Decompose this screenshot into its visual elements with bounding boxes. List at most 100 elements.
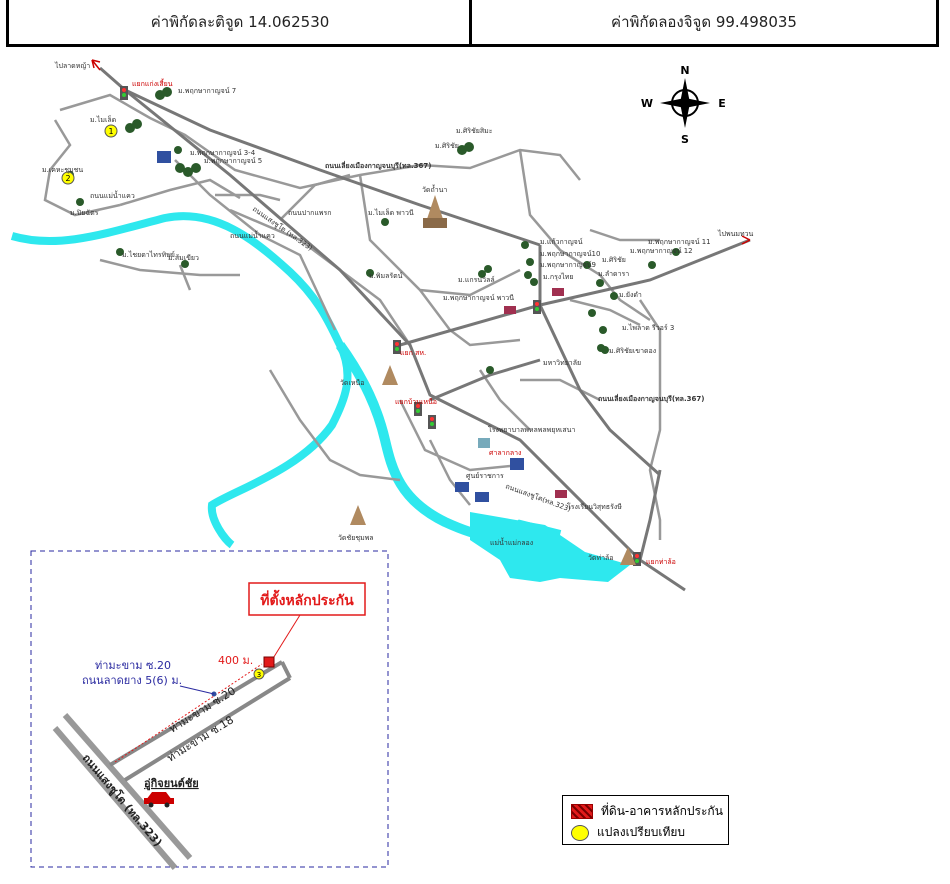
svg-text:มหาวิทยาลัย: มหาวิทยาลัย <box>543 359 581 367</box>
svg-text:ถนนแม่น้ำแคว: ถนนแม่น้ำแคว <box>90 189 135 200</box>
svg-text:ม.ส้มเขียว: ม.ส้มเขียว <box>168 254 199 262</box>
inset-title: ที่ตั้งหลักประกัน <box>260 589 354 609</box>
road-label-2: ถนนลาดยาง 5(6) ม. <box>82 674 182 687</box>
comparable-marker-2: 2 <box>61 171 75 185</box>
svg-text:1: 1 <box>108 127 113 136</box>
comparable-marker-1: 1 <box>104 124 118 138</box>
inset-title-box <box>248 582 366 616</box>
svg-text:แยกแก่งเสี้ยน: แยกแก่งเสี้ยน <box>132 77 173 88</box>
temple-icon <box>423 195 447 228</box>
legend-property-label: ที่ดิน-อาคารหลักประกัน <box>601 804 723 818</box>
svg-text:ถนนปากแพรก: ถนนปากแพรก <box>288 209 332 217</box>
river <box>10 212 352 549</box>
longitude-header: ค่าพิกัดลองจิจูด 99.498035 <box>469 0 939 47</box>
svg-text:ม.ยังดำ: ม.ยังดำ <box>619 291 642 299</box>
svg-text:ม.พฤกษากาญจน์ 3-4: ม.พฤกษากาญจน์ 3-4 <box>190 149 256 157</box>
svg-text:ไปลาดหญ้า: ไปลาดหญ้า <box>54 61 90 70</box>
svg-text:2: 2 <box>65 174 70 183</box>
svg-text:ม.พฤกษากาญจน์ 12: ม.พฤกษากาญจน์ 12 <box>630 247 693 255</box>
svg-text:ม.กรุงไทย: ม.กรุงไทย <box>543 272 574 281</box>
building-icons <box>157 151 567 502</box>
traffic-light <box>120 86 128 100</box>
svg-text:ม.ศิริชัย: ม.ศิริชัย <box>435 142 459 150</box>
map-legend: ที่ดิน-อาคารหลักประกัน แปลงเปรียบเทียบ <box>562 795 729 845</box>
svg-text:ม.ศิริชัยสิมะ: ม.ศิริชัยสิมะ <box>456 127 493 135</box>
arrow-kanchanaburi <box>91 59 101 71</box>
traffic-light <box>633 552 641 566</box>
distance-label: 400 ม. <box>218 654 253 667</box>
property-marker <box>263 656 275 668</box>
river-branch <box>335 342 562 541</box>
svg-text:ม.ลำดารา: ม.ลำดารา <box>598 270 629 278</box>
svg-text:ถนนเลี่ยงเมืองกาญจนบุรี(ทล.367: ถนนเลี่ยงเมืองกาญจนบุรี(ทล.367) <box>598 393 704 403</box>
svg-text:ศูนย์ราชการ: ศูนย์ราชการ <box>466 472 504 480</box>
svg-text:ม.ปิยฉัตร: ม.ปิยฉัตร <box>70 209 99 217</box>
svg-text:ถนนเลี่ยงเมืองกาญจนบุรี(ทล.367: ถนนเลี่ยงเมืองกาญจนบุรี(ทล.367) <box>325 160 431 170</box>
legend-property: ที่ดิน-อาคารหลักประกัน <box>571 802 723 821</box>
svg-text:3: 3 <box>257 671 261 679</box>
longitude-text: ค่าพิกัดลองจิจูด 99.498035 <box>611 13 797 31</box>
svg-text:ม.พฤกษากาญจน์ 11: ม.พฤกษากาญจน์ 11 <box>648 238 711 246</box>
compass-rose: N S E W <box>641 64 726 146</box>
latitude-header: ค่าพิกัดละติจูด 14.062530 <box>6 0 471 47</box>
village-icons <box>66 87 680 374</box>
svg-text:ไปพนมทวน: ไปพนมทวน <box>717 229 754 238</box>
traffic-light <box>414 402 422 416</box>
svg-text:ถนนแม่น้ำแคว: ถนนแม่น้ำแคว <box>230 229 275 240</box>
compass-e: E <box>718 97 726 110</box>
svg-text:ม.พฤกษากาญจน์10: ม.พฤกษากาญจน์10 <box>540 250 600 258</box>
svg-text:ม.ไมเล็ด พาวนี: ม.ไมเล็ด พาวนี <box>368 208 414 217</box>
map-labels: ไปลาดหญ้า ไปพนมทวน ถนนเลี่ยงเมืองกาญจนบุ… <box>42 61 754 566</box>
svg-text:ม.พฤกษากาญจน์ 7: ม.พฤกษากาญจน์ 7 <box>178 87 236 95</box>
car-icon <box>144 792 174 808</box>
svg-text:ม.พฤกษากาญจน์ 5: ม.พฤกษากาญจน์ 5 <box>204 157 262 165</box>
legend-comparable: แปลงเปรียบเทียบ <box>571 823 685 842</box>
traffic-light <box>393 340 401 354</box>
temple-icon <box>350 505 366 525</box>
temple-icon <box>620 547 636 565</box>
svg-text:ม.ไชยดาไทรทิพย์: ม.ไชยดาไทรทิพย์ <box>122 250 175 259</box>
svg-text:ม.พฤกษากาญจน์9: ม.พฤกษากาญจน์9 <box>540 261 596 269</box>
road-label-leader <box>179 685 215 695</box>
title-leader <box>271 614 301 661</box>
svg-text:แยกบ้านเหนือ: แยกบ้านเหนือ <box>395 398 437 406</box>
svg-text:วัดถ้ำนา: วัดถ้ำนา <box>422 183 447 194</box>
svg-text:ม.ไมเล็ด: ม.ไมเล็ด <box>90 115 116 124</box>
arrow-phanom-thuan <box>741 235 751 245</box>
svg-text:แยก สห.: แยก สห. <box>400 349 426 357</box>
inset-frame <box>30 550 389 868</box>
svg-text:โรงพยาบาลพหลพลพยุหเสนา: โรงพยาบาลพหลพลพยุหเสนา <box>488 425 575 434</box>
svg-text:ม.ศิริชัยเขาดอง: ม.ศิริชัยเขาดอง <box>609 347 656 355</box>
svg-text:ม.แก้วกาญจน์: ม.แก้วกาญจน์ <box>540 238 583 246</box>
property-swatch <box>571 804 593 819</box>
svg-text:โรงเรียนวิสุทธรังษี: โรงเรียนวิสุทธรังษี <box>567 502 622 511</box>
temple-icon <box>382 365 398 385</box>
svg-text:ม.ไพลาด รีวอร์ 3: ม.ไพลาด รีวอร์ 3 <box>622 323 674 332</box>
landmark-label: อู่กิจยนต์ชัย <box>144 777 199 791</box>
svg-text:ม.แกรนวิลล์: ม.แกรนวิลล์ <box>458 276 495 284</box>
traffic-light <box>533 300 541 314</box>
svg-text:ม.เคหะชุมชน: ม.เคหะชุมชน <box>42 166 83 174</box>
latitude-text: ค่าพิกัดละติจูด 14.062530 <box>150 13 330 31</box>
traffic-light <box>428 415 436 429</box>
svg-text:แม่น้ำแม่กลอง: แม่น้ำแม่กลอง <box>490 536 533 547</box>
main-roads <box>99 66 751 592</box>
svg-text:วัดเหนือ: วัดเหนือ <box>340 379 364 387</box>
svg-text:วัดท่าล้อ: วัดท่าล้อ <box>588 554 614 562</box>
road-label-1: ท่ามะขาม ซ.20 <box>95 659 171 672</box>
compass-w: W <box>641 97 653 110</box>
legend-comparable-label: แปลงเปรียบเทียบ <box>597 825 686 839</box>
compass-s: S <box>681 133 689 146</box>
road-network <box>43 93 662 540</box>
compass-n: N <box>680 64 689 77</box>
inset-roads <box>52 660 292 870</box>
svg-text:ม.พฤกษากาญจน์ พาวนี: ม.พฤกษากาญจน์ พาวนี <box>443 294 514 302</box>
comparable-marker-3: 3 <box>253 668 265 680</box>
svg-text:แยกท่าล้อ: แยกท่าล้อ <box>646 558 676 566</box>
svg-text:ม.ศิริชัย: ม.ศิริชัย <box>602 256 626 264</box>
svg-text:ศาลากลาง: ศาลากลาง <box>489 449 521 457</box>
river-estuary <box>470 512 630 582</box>
comparable-swatch <box>571 824 589 841</box>
svg-text:ม.พิมลรัตน์: ม.พิมลรัตน์ <box>369 272 403 280</box>
